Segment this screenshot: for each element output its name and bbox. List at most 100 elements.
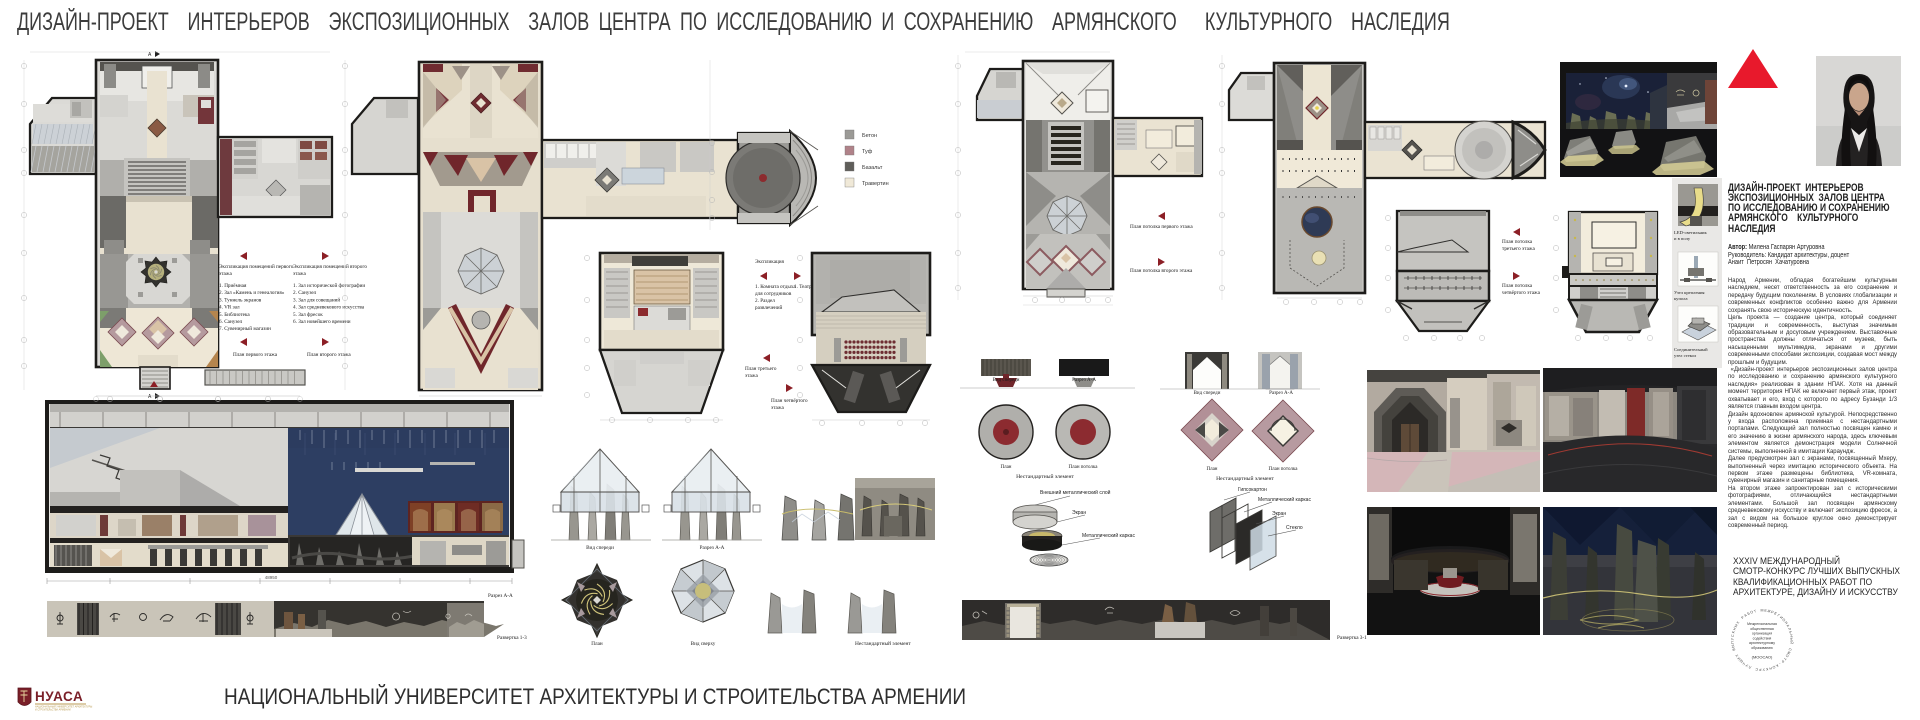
svg-text:Р: Р [1780, 659, 1785, 664]
svg-text:План потолка: План потолка [1069, 465, 1099, 470]
svg-text:(МООСАО): (МООСАО) [1752, 655, 1773, 660]
svg-text:План четвёртого: План четвёртого [771, 398, 808, 404]
svg-text:К: К [1774, 663, 1779, 668]
svg-text:П: П [1730, 641, 1734, 644]
svg-text:Базальт: Базальт [862, 165, 883, 171]
svg-text:Н: Н [1784, 621, 1789, 626]
svg-text:2. Санузел: 2. Санузел [293, 290, 317, 296]
svg-text:Р: Р [1741, 615, 1746, 620]
svg-text:Н: Н [1789, 634, 1793, 638]
svg-text:48950: 48950 [265, 575, 278, 580]
svg-text:Ы: Ы [1731, 644, 1736, 648]
svg-text:Н: Н [1732, 627, 1737, 631]
svg-text:3. Туннель экранов: 3. Туннель экранов [219, 297, 262, 303]
svg-text:Разрез А-А: Разрез А-А [1072, 378, 1096, 383]
svg-text:Бетон: Бетон [862, 133, 877, 139]
svg-text:М: М [1761, 609, 1764, 613]
svg-text:И: И [1779, 615, 1784, 620]
svg-text:Туф: Туф [862, 149, 873, 155]
svg-text:общественная: общественная [1750, 627, 1774, 631]
svg-text:Ш: Ш [1739, 659, 1744, 664]
svg-text:М: М [1786, 651, 1791, 655]
svg-text:1. Комната отдыха: 1. Комната отдыха [755, 284, 796, 290]
svg-text:Экспликация помещений первого: Экспликация помещений первого [219, 263, 294, 270]
svg-text:Экспликация помещений второго: Экспликация помещений второго [293, 263, 367, 270]
svg-text:И: И [1736, 656, 1741, 661]
svg-text:Р: Р [1758, 667, 1761, 671]
svg-text:4. VR зал: 4. VR зал [219, 305, 240, 311]
svg-text:Разрез А-А: Разрез А-А [1269, 391, 1293, 396]
svg-text:Л: Л [1787, 627, 1792, 631]
svg-text:2. Зал «Камень и генеалогия»: 2. Зал «Камень и генеалогия» [219, 290, 285, 296]
svg-text:О: О [1784, 653, 1789, 658]
svg-text:6. Зал новейшего времени: 6. Зал новейшего времени [293, 318, 351, 325]
svg-text:А: А [1743, 613, 1748, 618]
svg-text:этажа: этажа [745, 373, 758, 379]
svg-text:Разрез А-А: Разрез А-А [488, 593, 513, 599]
svg-text:6. Санузел: 6. Санузел [219, 319, 243, 325]
svg-text:План: План [591, 641, 603, 647]
svg-text:О: О [1781, 618, 1786, 623]
svg-text:развлечений: развлечений [755, 304, 783, 311]
svg-text:План: План [1000, 465, 1011, 470]
svg-text:Х: Х [1734, 653, 1739, 658]
svg-text:этажа: этажа [219, 271, 232, 277]
svg-text:В: В [1732, 647, 1737, 651]
svg-text:Экран: Экран [1072, 510, 1086, 516]
svg-text:Й: Й [1789, 641, 1793, 644]
svg-text:Металлический каркас: Металлический каркас [1258, 496, 1311, 503]
svg-text:К: К [1765, 667, 1769, 671]
svg-text:7. Сувенирный магазин: 7. Сувенирный магазин [219, 325, 271, 332]
svg-text:Травертин: Травертин [862, 181, 889, 187]
svg-text:5. Библиотека: 5. Библиотека [219, 311, 250, 318]
svg-text:Е: Е [1764, 609, 1767, 613]
svg-text:План потолка: План потолка [1502, 239, 1533, 245]
svg-text:2. Раздел: 2. Раздел [755, 298, 775, 304]
svg-text:А: А [1786, 624, 1791, 629]
svg-text:План: План [1206, 467, 1217, 472]
svg-text:С: С [1788, 648, 1793, 652]
svg-text:Внешний металлический слой: Внешний металлический слой [1040, 489, 1111, 496]
svg-text:5. Зал фресок: 5. Зал фресок [293, 311, 323, 318]
svg-text:НАЦИОНАЛЬНЫЙ УНИВЕРСИТЕТ АРХИТ: НАЦИОНАЛЬНЫЙ УНИВЕРСИТЕТ АРХИТЕКТУРЫ [35, 706, 92, 709]
svg-text:Р: Р [1770, 610, 1774, 615]
svg-text:Х: Х [1736, 620, 1741, 625]
svg-text:Н: Н [1768, 666, 1772, 671]
svg-text:О: О [1750, 610, 1754, 615]
svg-text:Е: Е [1773, 611, 1777, 616]
svg-text:-: - [1778, 662, 1782, 666]
svg-text:План второго этажа: План второго этажа [307, 352, 351, 358]
svg-text:План первого этажа: План первого этажа [233, 352, 278, 358]
svg-text:этажа: этажа [771, 405, 784, 411]
svg-text:Вид спереди: Вид спереди [586, 545, 614, 551]
svg-text:организация: организация [1752, 632, 1772, 636]
svg-text:3. Зал для совещаний: 3. Зал для совещаний [293, 296, 340, 303]
svg-text:К: К [1731, 630, 1736, 634]
svg-text:С: С [1755, 667, 1759, 671]
svg-text:Соединительный: Соединительный [1674, 347, 1708, 352]
svg-text:этажа: этажа [293, 271, 306, 277]
svg-text:Вид спереди: Вид спереди [1194, 391, 1221, 396]
svg-text:А: А [148, 52, 152, 58]
svg-text:Разрез А-А: Разрез А-А [700, 545, 725, 551]
svg-text:третьего этажа: третьего этажа [1502, 246, 1535, 252]
svg-text:Ч: Ч [1741, 661, 1746, 666]
svg-text:Т: Т [1754, 609, 1758, 614]
svg-text:Ь: Ь [1788, 631, 1793, 635]
svg-text:И СТРОИТЕЛЬСТВА АРМЕНИИ: И СТРОИТЕЛЬСТВА АРМЕНИИ [35, 709, 71, 712]
svg-text:Ы: Ы [1789, 638, 1793, 641]
svg-text:О: О [1772, 665, 1776, 670]
svg-text:Экран: Экран [1272, 511, 1286, 517]
svg-text:Развертка 3-1: Развертка 3-1 [1337, 635, 1367, 641]
svg-text:1. Зал исторической фотографи: 1. Зал исторической фотографии [293, 282, 365, 289]
svg-text:1. Приёмная: 1. Приёмная [219, 283, 247, 289]
svg-text:для сотрудников: для сотрудников [755, 291, 792, 297]
svg-text:Металлический каркас: Металлический каркас [1082, 532, 1135, 539]
svg-text:Т: Т [1782, 657, 1787, 662]
svg-text:LED-светильник: LED-светильник [1674, 230, 1707, 235]
svg-text:Экспликация: Экспликация [755, 259, 785, 265]
svg-text:Вид спереди: Вид спереди [993, 378, 1020, 383]
svg-text:Ы: Ы [1734, 623, 1739, 628]
svg-text:1. Театр: 1. Театр [794, 284, 812, 290]
svg-text:План потолка первого этажа: План потолка первого этажа [1130, 224, 1193, 230]
